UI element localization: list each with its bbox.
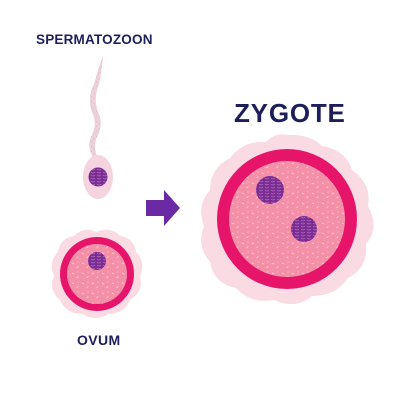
spermatozoon-label: SPERMATOZOON: [36, 32, 153, 47]
ovum-illustration: [51, 229, 143, 318]
zygote-illustration: [201, 134, 374, 305]
zygote-label: ZYGOTE: [234, 98, 346, 128]
spermatozoon-illustration: [83, 55, 113, 199]
right-arrow-icon: [146, 190, 180, 226]
ovum-label: OVUM: [77, 332, 121, 348]
